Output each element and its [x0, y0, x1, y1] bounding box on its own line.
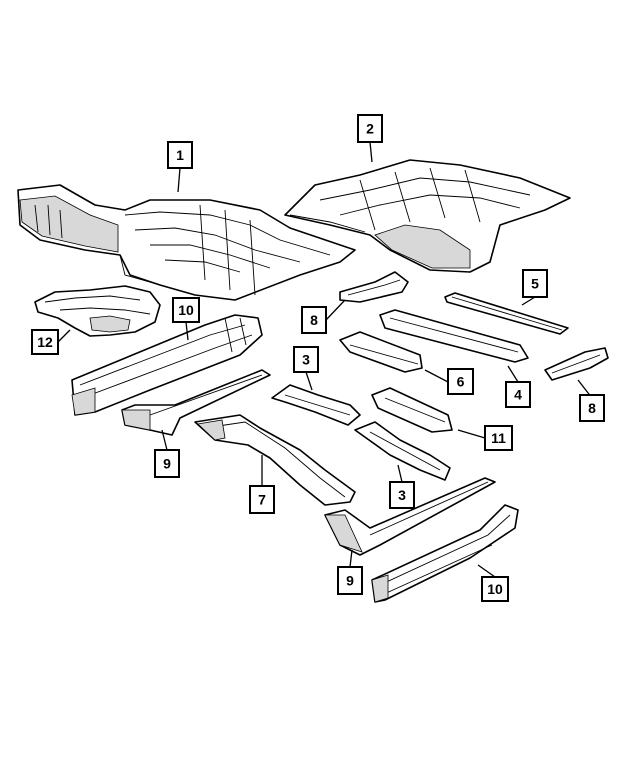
callout-10-upper-label: 10 [178, 302, 194, 318]
leader-lines [57, 141, 593, 578]
callout-12-label: 12 [37, 334, 53, 350]
callout-6: 6 [447, 368, 474, 395]
callout-12: 12 [31, 329, 59, 355]
callout-8-right-label: 8 [588, 400, 596, 416]
callout-1-label: 1 [176, 147, 184, 163]
part-bracket-rail-lower [371, 387, 453, 433]
part-rocker-panel-right [371, 504, 519, 603]
callout-8-upper: 8 [301, 306, 327, 334]
callout-7-label: 7 [258, 492, 266, 508]
part-bracket-upper [339, 271, 409, 303]
callout-3-upper-label: 3 [302, 352, 310, 368]
part-bracket-right [544, 347, 609, 381]
part-long-rail [379, 309, 529, 363]
callout-6-label: 6 [457, 374, 465, 390]
part-crossmember-lower [354, 421, 451, 481]
part-sill-reinforcement-left [121, 369, 271, 436]
part-cross-sill [444, 292, 569, 335]
callout-1: 1 [167, 141, 193, 169]
callout-9-right: 9 [337, 566, 363, 595]
callout-4-label: 4 [514, 387, 522, 403]
part-heat-shield [34, 285, 161, 337]
callout-11: 11 [484, 425, 513, 451]
callout-8-right: 8 [579, 394, 605, 422]
callout-2: 2 [357, 114, 383, 143]
callout-5-label: 5 [531, 276, 539, 292]
callout-11-label: 11 [491, 430, 506, 446]
part-rear-floor-pan [284, 159, 571, 273]
callout-4: 4 [505, 381, 531, 408]
part-center-crossmember [194, 414, 356, 506]
callout-7: 7 [249, 485, 275, 514]
callout-2-label: 2 [366, 121, 374, 137]
callout-9-left: 9 [154, 449, 180, 478]
callout-9-right-label: 9 [346, 573, 354, 589]
callout-5: 5 [522, 269, 548, 298]
callout-3-lower-label: 3 [398, 487, 406, 503]
part-sill-reinforcement-right [324, 477, 496, 556]
callout-10-upper: 10 [172, 297, 200, 323]
callout-3-lower: 3 [389, 481, 415, 509]
part-crossmember-upper [271, 384, 361, 426]
callout-10-lower: 10 [481, 576, 509, 602]
callout-3-upper: 3 [293, 346, 319, 373]
callout-9-left-label: 9 [163, 456, 171, 472]
callout-8-upper-label: 8 [310, 312, 318, 328]
part-bracket-rail [339, 331, 423, 373]
callout-10-lower-label: 10 [487, 581, 503, 597]
part-front-floor-pan [17, 184, 356, 301]
part-rocker-panel-left [71, 314, 263, 416]
